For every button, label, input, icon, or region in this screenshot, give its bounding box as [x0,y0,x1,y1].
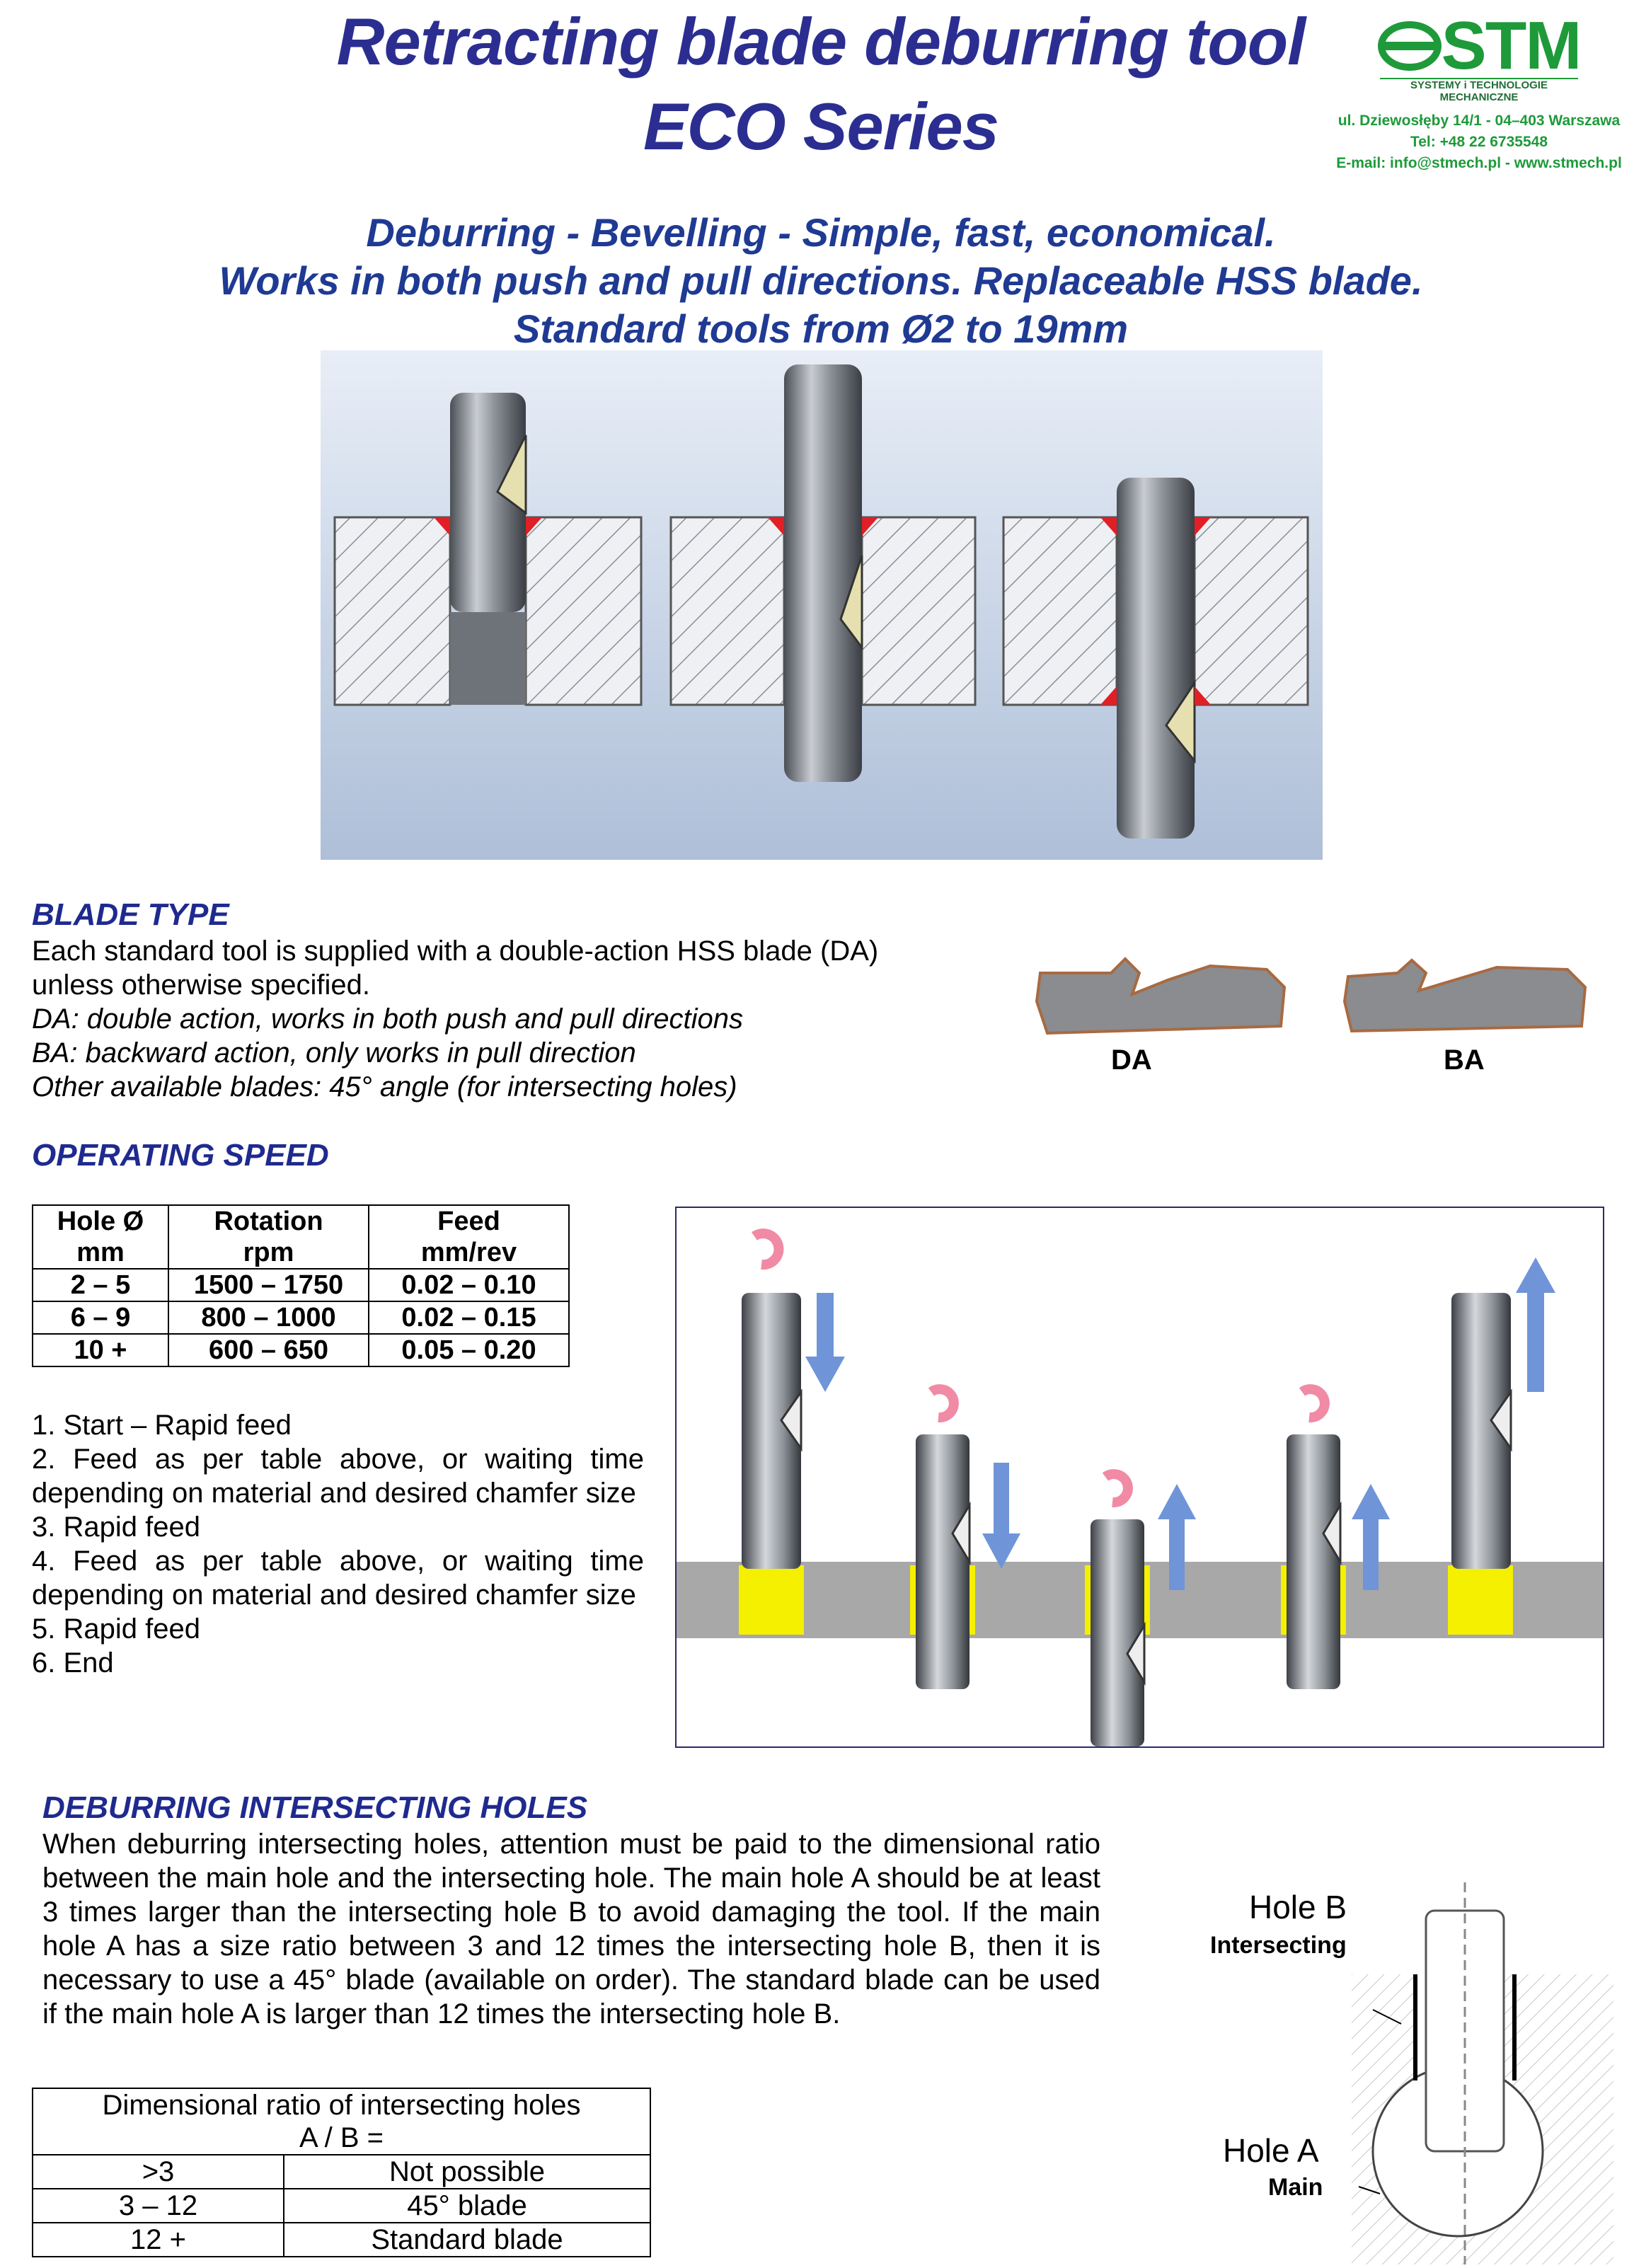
block-1 [333,393,643,706]
hole-b-label: Hole B [1249,1889,1347,1926]
blade-line5: Other available blades: 45° angle (for i… [32,1071,737,1103]
deburring-process-illustration [321,350,1323,860]
step-item: 2. Feed as per table above, or waiting t… [32,1444,644,1509]
address: ul. Dziewosłęby 14/1 - 04–403 Warszawa [1337,113,1621,129]
blade-line4: BA: backward action, only works in pull … [32,1037,636,1069]
step-item: 5. Rapid feed [32,1613,200,1645]
hole-b-sublabel: Intersecting [1210,1932,1347,1959]
operating-speed-heading: OPERATING SPEED [32,1138,329,1173]
step-item: 1. Start – Rapid feed [32,1410,292,1441]
blade-ba-image [1341,952,1596,1037]
blade-line1: Each standard tool is supplied with a do… [32,936,879,967]
step-item: 3. Rapid feed [32,1512,200,1543]
ratio-title-row: Dimensional ratio of intersecting holes … [32,2088,651,2155]
blade-line2: unless otherwise specified. [32,969,371,1001]
contact-email-web: E-mail: info@stmech.pl - www.stmech.pl [1336,155,1622,171]
sequence-illustration [677,1228,1603,1746]
intersecting-paragraph: When deburring intersecting holes, atten… [42,1829,1100,2030]
hole-a-label: Hole A [1223,2132,1319,2169]
ratio-table-title: Dimensional ratio of intersecting holes … [32,2088,651,2155]
logo: STM [1330,7,1628,85]
blade-ba-icon [1342,958,1587,1033]
intersecting-holes-diagram [1146,1875,1613,2264]
blade-da-label: DA [1111,1044,1152,1076]
blade-ba-label: BA [1444,1044,1485,1076]
blade-type-text: Each standard tool is supplied with a do… [32,934,966,1104]
blade-da-icon [1035,957,1287,1035]
logo-text: STM [1441,8,1582,84]
subtitle-line2: Works in both push and pull directions. … [219,258,1423,303]
hole-a-sublabel: Main [1268,2174,1323,2201]
blade-da-image [1033,952,1288,1037]
hero-illustration [321,350,1323,860]
page-subtitle-series: ECO Series [643,89,999,163]
stm-logo-icon [1377,21,1442,71]
operating-sequence-diagram [675,1207,1604,1748]
step-item: 6. End [32,1647,114,1679]
block-3 [1002,478,1309,839]
logo-subtext: SYSTEMY i TECHNOLOGIE MECHANICZNE [1380,78,1578,103]
subtitle-line3: Standard tools from Ø2 to 19mm [513,306,1129,351]
phone: Tel: +48 22 6735548 [1410,134,1548,150]
blade-line3: DA: double action, works in both push an… [32,1003,744,1035]
subtitle-line1: Deburring - Bevelling - Simple, fast, ec… [366,210,1276,255]
intersecting-heading: DEBURRING INTERSECTING HOLES [42,1790,588,1825]
company-logo-block: STM SYSTEMY i TECHNOLOGIE MECHANICZNE ul… [1330,7,1628,174]
table-row: 12 +Standard blade [32,2222,651,2257]
page-title: Retracting blade deburring tool [336,4,1306,79]
block-2 [669,364,977,782]
blade-type-heading: BLADE TYPE [32,897,229,932]
step-item: 4. Feed as per table above, or waiting t… [32,1545,644,1611]
ratio-table: Dimensional ratio of intersecting holes … [32,2088,651,2257]
intersecting-holes-illustration [1352,1882,1613,2264]
operating-steps-list: 1. Start – Rapid feed 2. Feed as per tab… [32,1408,644,1680]
